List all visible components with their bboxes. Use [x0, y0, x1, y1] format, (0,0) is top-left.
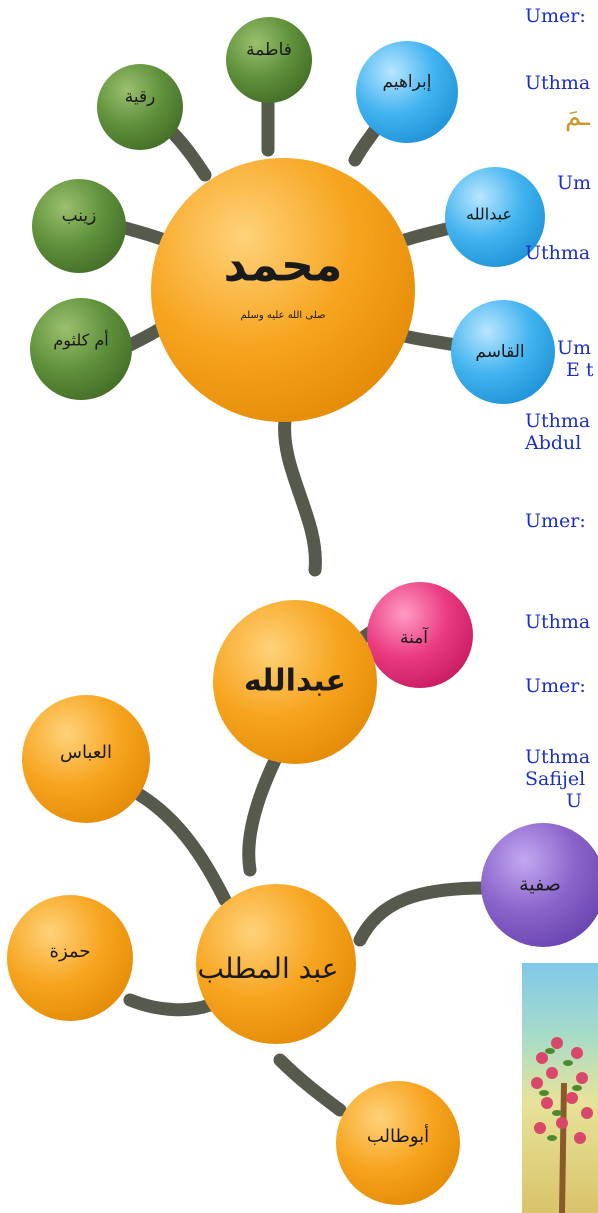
node-abdullah-son: عبدالله [445, 167, 545, 267]
node-label-abbas: العباس [60, 742, 112, 763]
branch-hamza [123, 993, 217, 1017]
side-note-11: Umer: [525, 675, 586, 697]
side-note-12: Uthma [525, 746, 591, 768]
node-abbas: العباس [22, 695, 150, 823]
branch-ibrahim [348, 123, 382, 167]
node-ibrahim: إبراهيم [356, 41, 458, 143]
side-note-3: Um [557, 172, 592, 194]
node-label-qasim: القاسم [475, 342, 524, 362]
node-label-amina: آمنة [400, 626, 429, 648]
decorative-glyph: ـمَ [565, 102, 590, 132]
node-abd-al-muttalib: عبد المطلب [196, 884, 356, 1044]
side-note-9: Umer: [525, 510, 586, 532]
branch-ruqayya [163, 123, 212, 182]
node-label-ibrahim: إبراهيم [383, 72, 432, 92]
node-label-umm-kulthum: أم كلثوم [53, 330, 108, 351]
side-note-5: Um [557, 337, 592, 359]
node-label-muhammad: محمد [223, 238, 342, 292]
node-label-zaynab: زينب [62, 206, 97, 226]
node-umm-kulthum: أم كلثوم [30, 298, 132, 400]
side-note-7: Uthma [525, 410, 591, 432]
side-note-10: Uthma [525, 611, 591, 633]
node-label-abd-al-muttalib: عبد المطلب [198, 952, 339, 985]
node-qasim: القاسم [451, 300, 555, 404]
node-label-abdullah-son: عبدالله [466, 205, 512, 224]
branch-abdullah-abdalmuttalib [242, 743, 287, 877]
node-hamza: حمزة [7, 895, 133, 1021]
node-label-ruqayya: رقية [125, 87, 156, 107]
node-ruqayya: رقية [97, 64, 183, 150]
node-abdullah: عبدالله [213, 600, 377, 764]
side-note-13: Safijel [525, 768, 586, 790]
illustration-image [522, 963, 598, 1213]
node-label-hamza: حمزة [50, 941, 91, 962]
side-note-4: Uthma [525, 242, 591, 264]
side-note-2: Uthma [525, 72, 591, 94]
node-zaynab: زينب [32, 179, 126, 273]
node-safiyya: صفية [481, 823, 598, 947]
side-note-8: Abdul [525, 432, 582, 454]
branch-qasim [393, 328, 462, 352]
branch-muhammad-abdullah [278, 413, 322, 577]
node-abu-talib: أبوطالب [336, 1081, 460, 1205]
side-note-6: E t [566, 359, 594, 381]
branch-abbas [133, 788, 232, 907]
branch-abdullah-son [398, 221, 457, 247]
side-note-1: Umer: [525, 5, 586, 27]
branch-abu-talib [273, 1053, 347, 1117]
branch-zaynab [118, 221, 172, 247]
node-muhammad: محمد صلى الله عليه وسلم [151, 158, 415, 422]
branch-umm-kulthum [123, 323, 165, 352]
node-label-abdullah: عبدالله [244, 664, 346, 699]
node-label-abu-talib: أبوطالب [367, 1124, 429, 1147]
branch-safiyya [353, 881, 492, 947]
branches [118, 88, 492, 1117]
node-amina: آمنة [367, 582, 473, 688]
side-note-14: U [566, 790, 583, 812]
node-label-fatima: فاطمة [246, 40, 292, 60]
node-salawat: صلى الله عليه وسلم [241, 310, 326, 321]
node-label-safiyya: صفية [519, 874, 561, 896]
node-fatima: فاطمة [226, 17, 312, 103]
